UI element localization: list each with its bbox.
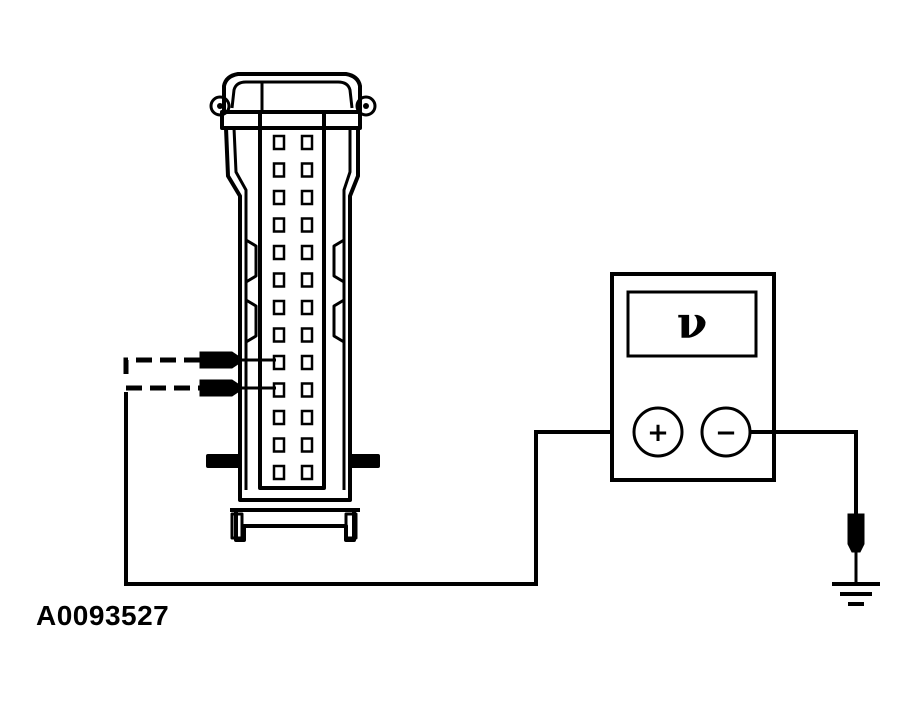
connector bbox=[206, 72, 380, 542]
connector-tab-right bbox=[348, 454, 380, 468]
connector-pin bbox=[272, 464, 286, 481]
connector-pin bbox=[300, 437, 314, 453]
test-lead-negative bbox=[750, 430, 858, 514]
connector-tab-left bbox=[206, 454, 242, 468]
connector-top-cap bbox=[222, 72, 362, 112]
probe-tip-upper bbox=[199, 351, 239, 369]
connector-pin bbox=[300, 409, 314, 426]
connector-bottom bbox=[230, 508, 360, 542]
probe-lead-upper bbox=[123, 357, 200, 374]
connector-pin bbox=[272, 327, 286, 343]
connector-pin bbox=[272, 217, 286, 233]
connector-pins bbox=[272, 134, 314, 481]
multimeter: ν + − bbox=[610, 272, 776, 482]
connector-latch-left bbox=[245, 238, 258, 344]
connector-pin bbox=[300, 272, 314, 288]
connector-pin bbox=[272, 354, 286, 371]
positive-terminal-label: + bbox=[647, 418, 669, 448]
connector-pin bbox=[300, 382, 314, 398]
connector-top-band bbox=[220, 110, 362, 130]
connector-pin bbox=[272, 134, 286, 151]
probe-tip-lower bbox=[199, 379, 239, 397]
ground-probe bbox=[847, 513, 865, 582]
connector-latch-right bbox=[332, 238, 345, 344]
voltmeter-symbol: ν bbox=[677, 298, 708, 349]
connector-ear-right bbox=[355, 95, 377, 117]
probe-tips bbox=[199, 351, 276, 397]
multimeter-display bbox=[626, 290, 758, 358]
ground-probe-tip bbox=[847, 513, 865, 553]
connector-cap-inner bbox=[230, 80, 354, 112]
probe-leads bbox=[123, 357, 200, 391]
ground-symbol bbox=[832, 582, 880, 606]
connector-pin bbox=[300, 327, 314, 343]
pin-housing bbox=[258, 110, 326, 490]
connector-pin bbox=[300, 189, 314, 206]
connector-pin bbox=[272, 272, 286, 288]
connector-pin bbox=[300, 464, 314, 481]
connector-inner-shell bbox=[232, 127, 352, 490]
test-lead-positive bbox=[124, 392, 634, 586]
connector-pin bbox=[272, 299, 286, 316]
connector-pin bbox=[300, 217, 314, 233]
connector-pin bbox=[300, 299, 314, 316]
connector-pin bbox=[272, 244, 286, 261]
connector-pin bbox=[272, 162, 286, 178]
connector-outer-shell bbox=[224, 127, 360, 502]
connector-pin bbox=[300, 354, 314, 371]
connector-pin bbox=[300, 162, 314, 178]
connector-pin bbox=[300, 244, 314, 261]
negative-terminal-label: − bbox=[715, 418, 737, 448]
connector-pin bbox=[272, 382, 286, 398]
connector-pin bbox=[272, 189, 286, 206]
positive-terminal bbox=[632, 406, 684, 458]
connector-pin bbox=[272, 409, 286, 426]
connector-pin bbox=[300, 134, 314, 151]
figure-id-label: A0093527 bbox=[36, 600, 170, 631]
connector-pin bbox=[272, 437, 286, 453]
